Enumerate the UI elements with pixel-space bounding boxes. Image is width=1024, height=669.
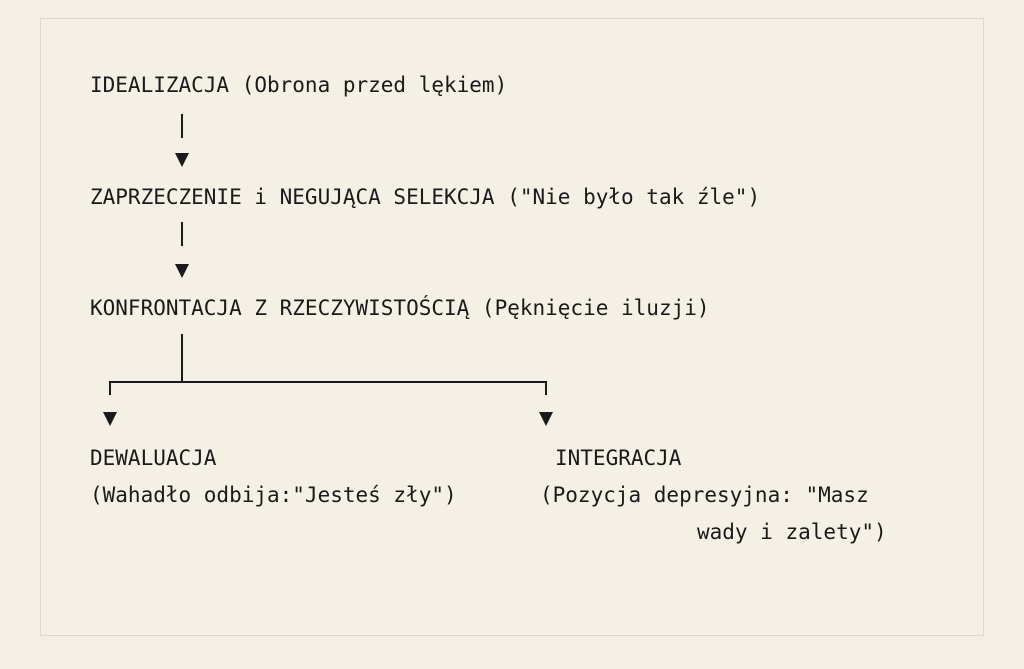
connector-line-2 <box>181 222 183 246</box>
node-denial: ZAPRZECZENIE i NEGUJĄCA SELEKCJA ("Nie b… <box>90 185 761 209</box>
arrow-down-icon <box>539 412 553 426</box>
node-integration-title: INTEGRACJA <box>555 446 682 470</box>
arrow-down-icon <box>103 412 117 426</box>
diagram-frame <box>40 18 984 636</box>
node-devaluation-detail: (Wahadło odbija:"Jesteś zły") <box>90 483 457 507</box>
node-devaluation-title: DEWALUACJA <box>90 446 217 470</box>
branch-horizontal-line <box>109 381 547 383</box>
node-idealization: IDEALIZACJA (Obrona przed lękiem) <box>90 73 508 97</box>
node-integration-detail-line1: (Pozycja depresyjna: "Masz <box>540 483 869 507</box>
node-integration-detail-line2: wady i zalety") <box>697 520 887 544</box>
branch-right-drop <box>545 381 547 395</box>
connector-line-3 <box>181 334 183 382</box>
branch-left-drop <box>109 381 111 395</box>
arrow-down-icon <box>175 153 189 167</box>
arrow-down-icon <box>175 264 189 278</box>
connector-line-1 <box>181 114 183 138</box>
node-confrontation: KONFRONTACJA Z RZECZYWISTOŚCIĄ (Pęknięci… <box>90 296 710 320</box>
